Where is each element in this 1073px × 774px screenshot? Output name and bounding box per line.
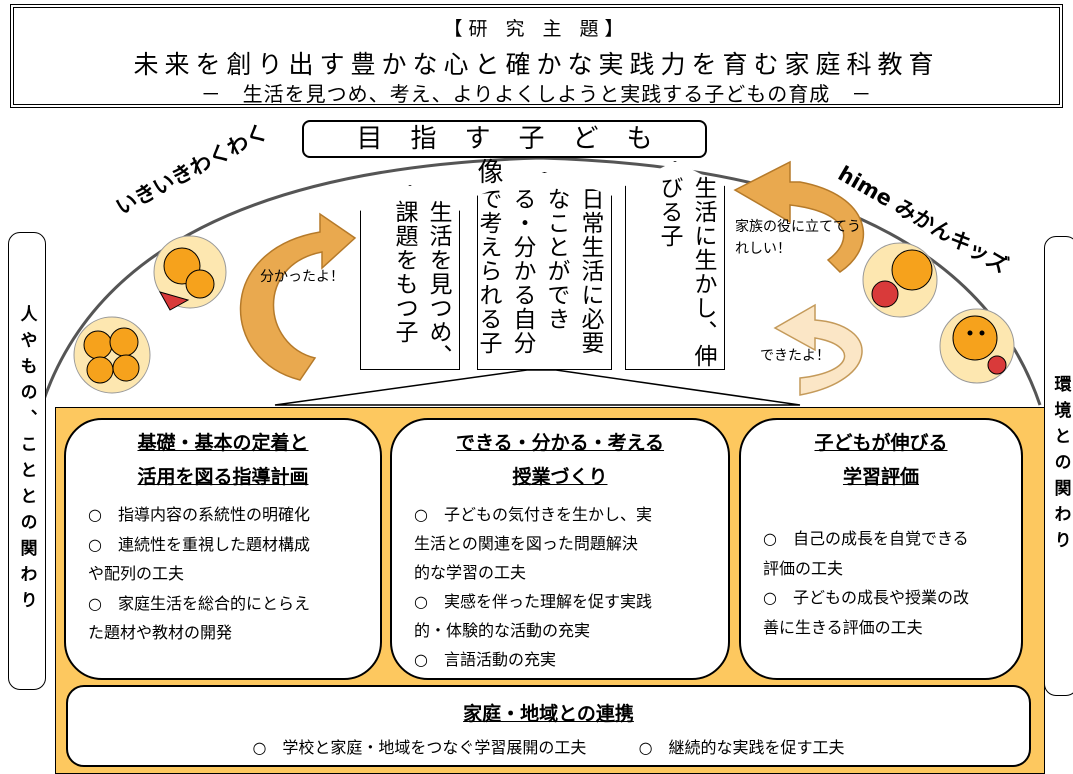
list-item: ○ 言語活動の充実 [414, 650, 556, 669]
list-item: ○ 自己の成長を自覚できる [763, 529, 969, 548]
list-item: 評価の工夫 [763, 558, 844, 578]
card-home-community: 家庭・地域との連携 ○ 学校と家庭・地域をつなぐ学習展開の工夫 ○ 継続的な実践… [66, 685, 1031, 767]
list-item: 生活との関連を図った問題解決 [414, 534, 638, 553]
list-item: 的・体験的な活動の充実 [414, 621, 591, 640]
card-items: ○ 指導内容の系統性の明確化 ○ 連続性を重視した題材構成 や配列の工夫 ○ 家… [66, 494, 380, 648]
list-item: ○ 家庭生活を総合的にとらえ [88, 593, 310, 613]
list-item: 善に生きる評価の工夫 [763, 617, 923, 637]
list-item: ○ 指導内容の系統性の明確化 [88, 505, 310, 524]
theme-label: 【研 究 主 題】 [443, 18, 630, 40]
list-item: 的な学習の工夫 [414, 563, 527, 582]
pillar-2: 日常生活に必要なことができる・分かる自分で考えられる子 [477, 172, 612, 370]
callout-understood: 分かったよ！ [260, 269, 344, 285]
mandarin-mascot-icon [153, 235, 227, 311]
list-item: た題材や教材の開発 [88, 623, 233, 642]
list-item: ○ 子どもの成長や授業の改 [763, 588, 969, 607]
mandarin-mascot-icon [939, 308, 1015, 384]
arrow-right-up [733, 160, 865, 273]
callout-helpful: 家族の役に立ててうれしい！ [735, 219, 861, 257]
card-teaching-plan: 基礎・基本の定着と 活用を図る指導計画 ○ 指導内容の系統性の明確化 ○ 連続性… [64, 418, 382, 680]
list-item: ○ 継続的な実践を促す工夫 [638, 738, 845, 757]
list-item: ○ 実感を伴った理解を促す実践 [414, 592, 652, 611]
pillar-1: 生活を見つめ、課題をもつ子 [360, 185, 460, 370]
list-item: ○ 子どもの気付きを生かし、実 [414, 505, 652, 524]
theme-title: 未来を創り出す豊かな心と確かな実践力を育む家庭科教育 [133, 50, 940, 79]
arrow-left-up [239, 212, 357, 381]
card-title: できる・分かる・考える 授業づくり [455, 432, 665, 488]
theme-subtitle: － 生活を見つめ、考え、よりよくしようと実践する子どもの育成 － [200, 82, 873, 106]
card-title: 基礎・基本の定着と 活用を図る指導計画 [137, 432, 309, 488]
list-item: ○ 連続性を重視した題材構成 [88, 534, 310, 554]
dome-arc [40, 156, 1042, 406]
goal-title: 目指す子ども像 [302, 120, 707, 188]
card-lesson-design: できる・分かる・考える 授業づくり ○ 子どもの気付きを生かし、実 生活との関連… [390, 418, 730, 680]
funnel-shape [274, 369, 801, 406]
card-items: ○ 自己の成長を自覚できる 評価の工夫 ○ 子どもの成長や授業の改 善に生きる評… [741, 494, 1021, 642]
list-item: ○ 学校と家庭・地域をつなぐ学習展開の工夫 [252, 738, 587, 757]
partner-items: ○ 学校と家庭・地域をつなぐ学習展開の工夫 ○ 継続的な実践を促す工夫 [68, 734, 1029, 758]
mandarin-mascot-icon [862, 242, 938, 318]
list-item: や配列の工夫 [88, 564, 185, 583]
research-theme-header: 【研 究 主 題】 未来を創り出す豊かな心と確かな実践力を育む家庭科教育 － 生… [10, 4, 1063, 108]
side-right-environment: 環境との関わり [1044, 236, 1073, 696]
mandarin-mascot-icon [73, 316, 151, 394]
card-title: 子どもが伸びる 学習評価 [814, 432, 948, 488]
pillar-3: 生活に生かし、伸びる子 [625, 161, 725, 370]
side-left-relations: 人やもの、こととの関わり [8, 232, 46, 690]
card-evaluation: 子どもが伸びる 学習評価 ○ 自己の成長を自覚できる 評価の工夫 ○ 子どもの成… [739, 418, 1023, 680]
card-items: ○ 子どもの気付きを生かし、実 生活との関連を図った問題解決 的な学習の工夫 ○… [392, 494, 728, 674]
partner-title: 家庭・地域との連携 [463, 703, 634, 725]
arrow-right-light [773, 303, 863, 396]
callout-done: できたよ！ [760, 348, 830, 364]
